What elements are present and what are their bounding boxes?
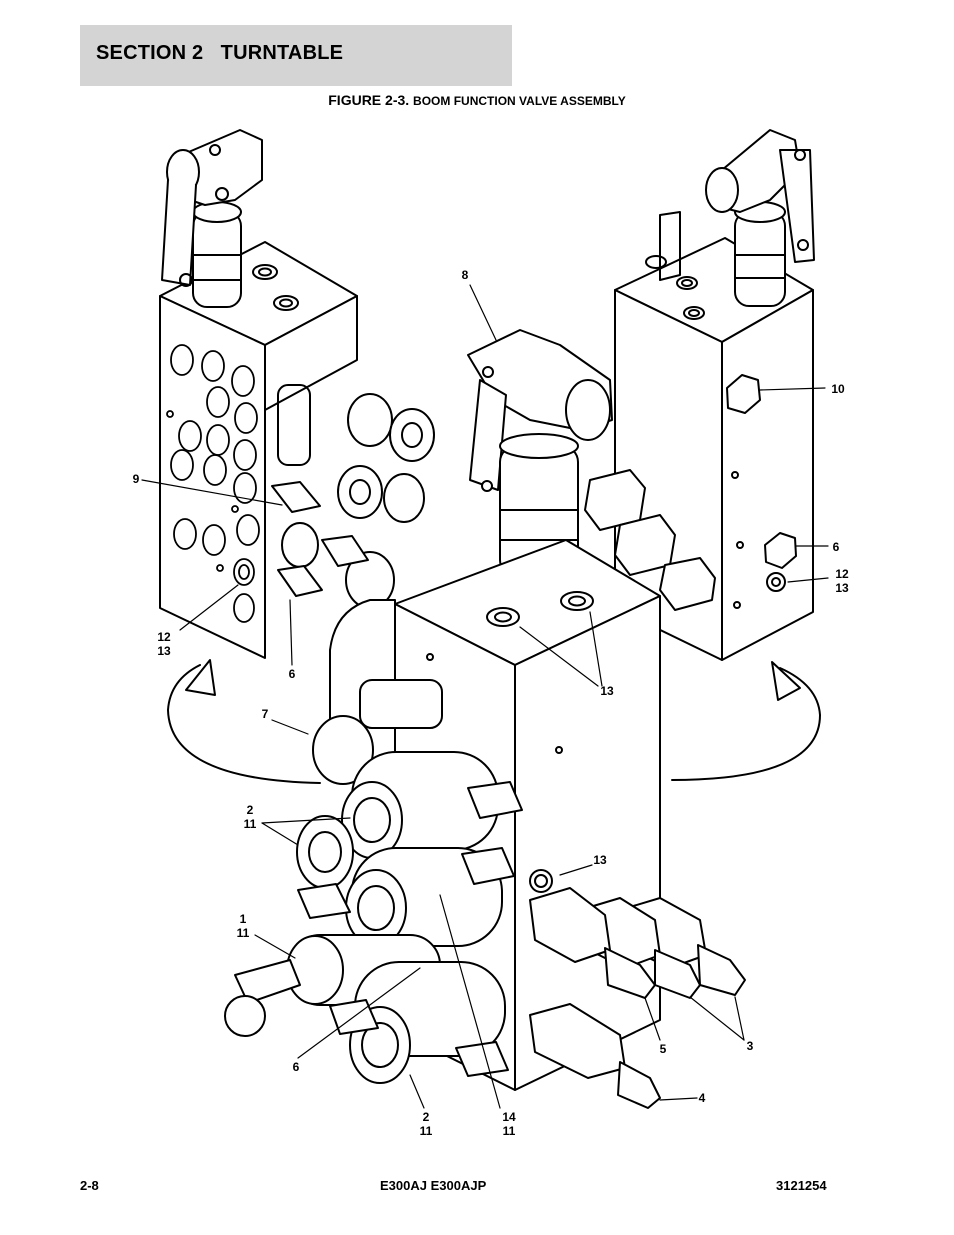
right-valve-block [584,129,815,661]
callout-4: 4 [698,1091,706,1105]
callout-6-left: 6 [288,667,296,681]
callout-10: 10 [831,382,845,396]
right-rotation-arrow [671,661,821,781]
callout-6-right: 6 [832,540,840,554]
section-title: SECTION 2 TURNTABLE [96,42,344,64]
callout-13-top: 13 [600,684,614,698]
center-valve-block [224,539,746,1109]
figure-caption: BOOM FUNCTION VALVE ASSEMBLY [413,94,626,108]
model-number: E300AJ E300AJP [380,1178,487,1193]
left-valve-block [159,129,435,659]
page-number: 2-8 [80,1178,99,1193]
top-center-handle [467,329,613,577]
figure-title: FIGURE 2-3. BOOM FUNCTION VALVE ASSEMBLY [0,92,954,108]
callout-9: 9 [132,472,140,486]
callout-5: 5 [659,1042,667,1056]
document-number: 3121254 [776,1178,827,1193]
left-rotation-arrow [167,659,321,784]
callout-13-mid: 13 [593,853,607,867]
callout-6-bottom: 6 [292,1060,300,1074]
callout-8: 8 [461,268,469,282]
section-header-bar: SECTION 2 TURNTABLE [80,25,512,86]
callout-3: 3 [746,1039,754,1053]
figure-number: FIGURE 2-3. [328,92,410,108]
leader-lines [141,284,829,1109]
callout-7: 7 [261,707,269,721]
